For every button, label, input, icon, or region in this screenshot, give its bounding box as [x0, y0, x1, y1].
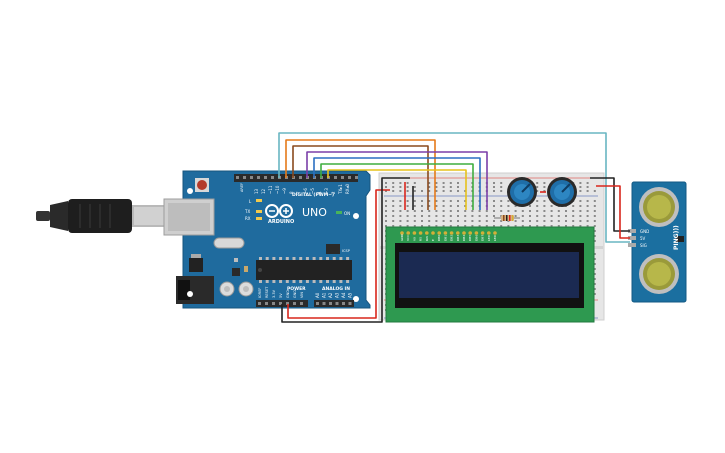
lcd-pin-label: LED — [487, 234, 491, 241]
analog-header — [314, 300, 354, 307]
ping-sensor[interactable]: GND 5V SIG PING))) — [628, 181, 687, 303]
analog-pin-label: A4 — [341, 292, 346, 298]
digital-pin-label: ~11 — [268, 185, 273, 194]
sensor-name: PING))) — [673, 225, 680, 250]
wire-purple[interactable] — [306, 151, 488, 210]
wire-blue[interactable] — [313, 157, 481, 210]
lcd-pin-label: V0 — [412, 237, 416, 241]
power-pin-label: IOREF — [258, 288, 262, 298]
digital-pin-label: 12 — [261, 188, 266, 194]
digital-pin-label: 8 — [289, 191, 294, 194]
lcd-pin-label: RS — [419, 237, 423, 241]
digital-pin-label: ~5 — [310, 188, 315, 194]
wire-green[interactable] — [320, 163, 474, 210]
lcd-pin-label: DB7 — [481, 235, 485, 241]
lcd-screen — [399, 252, 579, 298]
atmega-chip — [256, 257, 352, 283]
lcd-pin-label: DB2 — [450, 235, 454, 241]
power-pin-label: RESET — [265, 286, 269, 298]
capacitors — [219, 281, 254, 297]
digital-header-label: DIGITAL (PWM~) — [292, 192, 334, 198]
arduino-logo-icon — [265, 204, 293, 218]
analog-label: ANALOG IN — [322, 286, 350, 292]
sensor-pin-header — [628, 229, 636, 247]
reset-button[interactable] — [195, 178, 209, 192]
digital-header — [234, 174, 358, 182]
led-rx-label: RX — [245, 216, 251, 221]
wire-cyan[interactable] — [278, 132, 630, 243]
wire-orange[interactable] — [285, 139, 436, 210]
wire-black-sensor[interactable] — [590, 177, 630, 232]
analog-pin-label: A0 — [315, 292, 320, 298]
lcd-pin-label: GND — [400, 233, 404, 241]
analog-pin-label: A2 — [328, 292, 333, 298]
wires[interactable] — [278, 132, 630, 323]
power-pin-label: GND — [286, 290, 290, 298]
wire-black-gnd[interactable] — [281, 177, 410, 323]
wire-brown[interactable] — [292, 145, 429, 210]
status-leds — [256, 199, 342, 220]
sensor-pin-gnd: GND — [640, 229, 649, 234]
wire-red-power[interactable] — [287, 189, 390, 319]
crystal — [213, 237, 245, 249]
digital-pin-label: 4 — [317, 191, 322, 194]
lcd-pin-label: E — [431, 239, 435, 241]
sensor-pin-5v: 5V — [640, 236, 646, 241]
lcd-pin-label: DB0 — [437, 235, 441, 241]
sensor-pin-sig: SIG — [640, 243, 647, 248]
digital-pin-label: 7 — [296, 191, 301, 194]
digital-pin-label: ~9 — [282, 188, 287, 194]
lcd-pin-label: DB3 — [456, 235, 460, 241]
power-pin-label: GND — [293, 290, 297, 298]
lcd-pin-label: RW — [425, 236, 429, 241]
resistor[interactable] — [494, 215, 520, 221]
led-l-label: L — [249, 199, 252, 204]
icsp-label: ICSP — [342, 249, 350, 253]
lcd-pin-label: LED — [493, 234, 497, 241]
digital-pin-label: ~10 — [275, 185, 280, 194]
model-label: UNO — [302, 206, 327, 219]
wire-yellow[interactable] — [327, 169, 467, 210]
analog-pin-label: A3 — [335, 292, 340, 298]
analog-pin-label: A5 — [348, 292, 353, 298]
power-label: POWER — [287, 286, 306, 292]
lcd-pin-label: DB5 — [468, 235, 472, 241]
lcd-pin-label: DB1 — [443, 235, 447, 241]
power-pin-label: VIN — [300, 292, 304, 298]
digital-pin-label: TX▸1 — [338, 184, 343, 195]
icsp-header — [326, 244, 340, 254]
led-tx-label: TX — [244, 209, 250, 214]
digital-pin-label: ~6 — [303, 188, 308, 194]
digital-pin-label: RX◂0 — [345, 183, 350, 194]
usb-cable[interactable] — [36, 199, 166, 233]
wire-red-sensor[interactable] — [596, 185, 630, 239]
potentiometer-1[interactable] — [507, 177, 537, 207]
potentiometer-2[interactable] — [547, 177, 577, 207]
digital-pin-label: ~3 — [324, 188, 329, 194]
digital-pin-label: 13 — [254, 188, 259, 194]
digital-pin-label: 2 — [331, 191, 336, 194]
lcd-pin-label: VCC — [406, 235, 410, 241]
brand-label: ARDUINO — [268, 219, 294, 225]
lcd-pin-label: DB6 — [474, 235, 478, 241]
power-pin-label: 3.3V — [272, 289, 276, 298]
lcd-pin-label: DB4 — [462, 235, 466, 241]
analog-pin-label: A1 — [322, 292, 327, 298]
aref-label: AREF — [240, 183, 244, 192]
regulator — [189, 258, 203, 272]
led-on-label: ON — [344, 211, 350, 216]
power-pin-label: 5V — [279, 293, 283, 298]
